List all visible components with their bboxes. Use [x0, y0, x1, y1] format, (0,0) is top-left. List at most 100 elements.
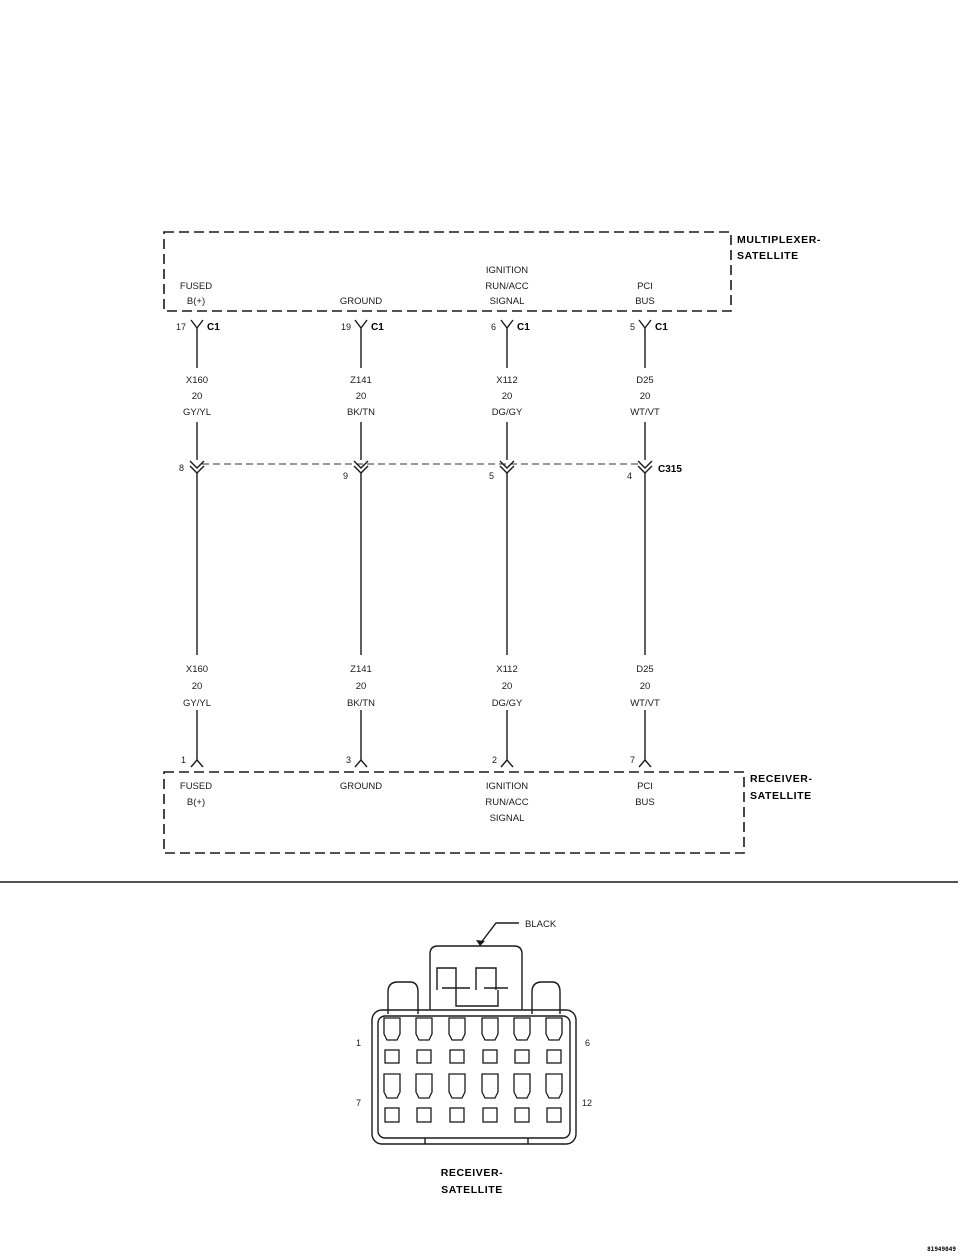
circuit-label-bus: BUS: [635, 296, 655, 307]
cavity: [415, 1017, 433, 1041]
terminal-symbol: [500, 319, 514, 330]
wire-color: DG/GY: [492, 407, 523, 418]
circuit-label: RUN/ACC: [485, 797, 528, 808]
wire-color: DG/GY: [492, 698, 523, 709]
connector-symbol: [499, 460, 515, 474]
wire-color: WT/VT: [630, 407, 660, 418]
circuit-label: SIGNAL: [490, 813, 525, 824]
wire-gauge: 20: [502, 391, 513, 402]
figure-id: 81949049: [927, 1246, 956, 1253]
receiver-terminals: 1 3 2 7: [181, 755, 652, 768]
cavity: [383, 1017, 401, 1041]
pin-number: 1: [181, 755, 186, 765]
cavity-lock: [514, 1107, 530, 1123]
multiplexer-satellite-module: MULTIPLEXER- SATELLITE: [163, 231, 820, 312]
wire-color: WT/VT: [630, 698, 660, 709]
pin-number: 5: [630, 322, 635, 332]
wire-gauge: 20: [640, 681, 651, 692]
cavity-lock: [449, 1107, 465, 1123]
wire-code: X112: [496, 664, 517, 675]
pin-number: 3: [346, 755, 351, 765]
terminal-symbol: [638, 758, 652, 768]
connector-label: C1: [517, 322, 530, 333]
circuit-label-runacc: RUN/ACC: [485, 281, 528, 292]
terminal-symbol: [500, 758, 514, 768]
terminal-symbol: [354, 758, 368, 768]
wire-code: D25: [636, 375, 653, 386]
lower-wire-labels: X160 20 GY/YL Z141 20 BK/TN X112 20 DG/G…: [183, 664, 660, 709]
connector-body-inner: [377, 1015, 571, 1139]
wire-gauge: 20: [502, 681, 513, 692]
latch-tab: [436, 967, 457, 990]
cavity-lock: [482, 1107, 498, 1123]
circuit-label-ignition: IGNITION: [486, 265, 528, 276]
wire-color: GY/YL: [183, 698, 211, 709]
pin-number: 6: [491, 322, 496, 332]
connector-face-view: BLACK: [356, 919, 592, 1196]
upper-wire-labels: X160 20 GY/YL Z141 20 BK/TN X112 20 DG/G…: [183, 375, 660, 418]
cavity: [545, 1017, 563, 1041]
wire-code: X160: [186, 375, 208, 386]
wire-code: Z141: [350, 664, 372, 675]
circuit-label: IGNITION: [486, 781, 528, 792]
cavity: [383, 1073, 401, 1099]
top-module-labels: FUSED B(+) GROUND IGNITION RUN/ACC SIGNA…: [180, 265, 655, 307]
wire-color: GY/YL: [183, 407, 211, 418]
module-title-line2: SATELLITE: [737, 250, 799, 262]
latch-tab: [475, 967, 497, 990]
wire-code: X112: [496, 375, 517, 386]
circuit-label: B(+): [187, 797, 205, 808]
connector-caption-line2: SATELLITE: [441, 1184, 503, 1196]
cavity: [448, 1073, 466, 1099]
cavity: [481, 1017, 499, 1041]
circuit-label-signal: SIGNAL: [490, 296, 525, 307]
wire-gauge: 20: [192, 681, 203, 692]
cavity: [513, 1073, 531, 1099]
module-title-line1: RECEIVER-: [750, 773, 813, 785]
connector-label: C1: [207, 322, 220, 333]
pin-number: 2: [492, 755, 497, 765]
cavity-lock: [384, 1049, 400, 1064]
receiver-satellite-module: RECEIVER- SATELLITE FUSED B(+) GROUND IG…: [163, 771, 813, 854]
connector-symbol: [353, 460, 369, 474]
cavity-lock: [482, 1049, 498, 1064]
cavity: [513, 1017, 531, 1041]
pin-number-top-left: 1: [356, 1038, 361, 1048]
terminal-symbol: [190, 758, 204, 768]
cavity-row-1: [383, 1017, 563, 1064]
terminal-symbol: [190, 319, 204, 330]
connector-caption-line1: RECEIVER-: [441, 1167, 504, 1179]
cavity-lock: [416, 1049, 432, 1064]
circuit-label: BUS: [635, 797, 655, 808]
pin-number: 9: [343, 471, 348, 481]
wire-color: BK/TN: [347, 407, 375, 418]
connector-symbol: [637, 460, 653, 474]
pin-number-bottom-left: 7: [356, 1098, 361, 1108]
cavity-lock: [384, 1107, 400, 1123]
terminal-symbol: [638, 319, 652, 330]
side-ear-right: [531, 981, 561, 1014]
connector-label: C315: [658, 464, 682, 475]
pin-number: 8: [179, 463, 184, 473]
connector-color-label: BLACK: [525, 919, 557, 930]
upper-wires: [196, 328, 646, 460]
lower-wires: [196, 473, 646, 760]
wire-gauge: 20: [356, 391, 367, 402]
latch-base: [455, 990, 499, 1007]
wire-code: D25: [636, 664, 653, 675]
connector-bottom-detail: [424, 1138, 529, 1144]
circuit-label: FUSED: [180, 781, 212, 792]
terminal-symbol: [354, 319, 368, 330]
pin-number: 19: [341, 322, 351, 332]
latch-housing: [429, 945, 523, 1010]
pin-number: 5: [489, 471, 494, 481]
cavity-lock: [514, 1049, 530, 1064]
wire-gauge: 20: [192, 391, 203, 402]
connector-label: C1: [655, 322, 668, 333]
side-ear-left: [387, 981, 419, 1014]
pin-number-bottom-right: 12: [582, 1098, 592, 1108]
pin-number-top-right: 6: [585, 1038, 590, 1048]
cavity: [415, 1073, 433, 1099]
c315-inline-connector: 8 9 5 4 C315: [179, 460, 682, 481]
circuit-label-ground: GROUND: [340, 296, 382, 307]
